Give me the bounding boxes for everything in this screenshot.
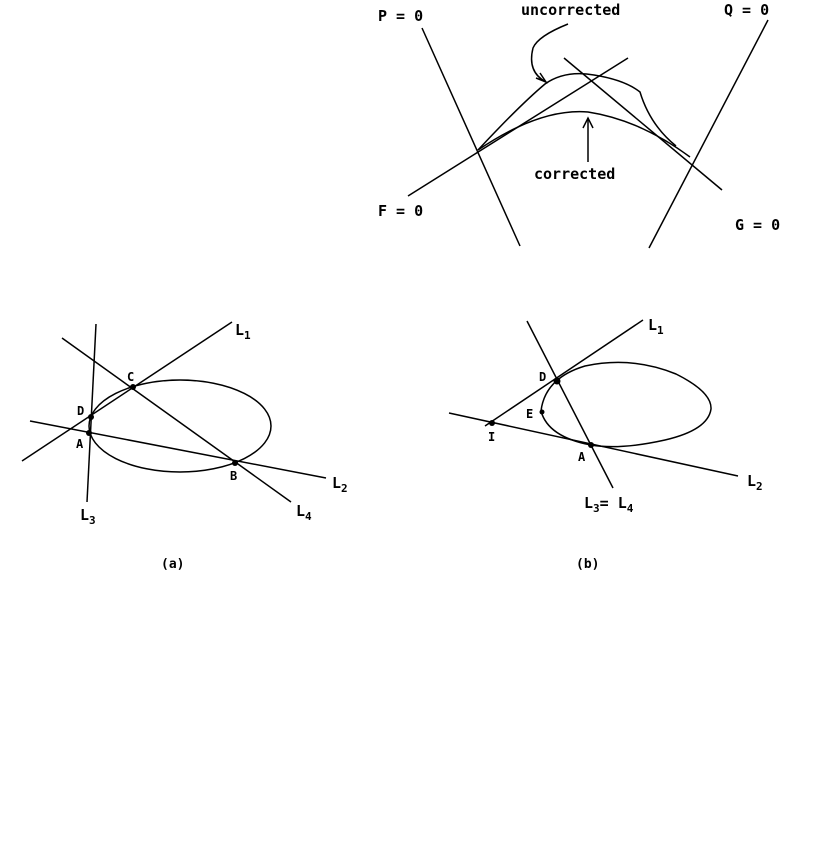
label-l1-a: L1: [235, 321, 251, 342]
label-point-a-b: A: [578, 450, 586, 464]
label-l34-b: L3= L4: [584, 494, 634, 515]
label-p: P = 0: [378, 7, 423, 25]
label-uncorrected: uncorrected: [521, 1, 620, 19]
label-l2-a: L2: [332, 474, 348, 495]
line-l4-a: [62, 338, 291, 502]
label-point-i-b: I: [488, 430, 495, 444]
figure-b: D A I E L1 L2 L3= L4 (b): [449, 316, 763, 572]
label-point-a-a: A: [76, 437, 84, 451]
conic-b: [541, 362, 711, 446]
label-l3-a: L3: [80, 506, 96, 527]
caption-b: (b): [576, 557, 599, 572]
label-l1-b: L1: [648, 316, 664, 337]
point-d-a: [88, 414, 94, 420]
line-l1-b: [485, 320, 643, 426]
uncorrected-pointer-arrow: [532, 24, 568, 82]
label-l2-b: L2: [747, 472, 763, 493]
point-i-b: [489, 420, 495, 426]
figure-a: A B C D L1 L2 L3 L4 (a): [22, 321, 348, 572]
label-point-e-b: E: [526, 407, 533, 421]
label-point-d-b: D: [539, 370, 546, 384]
point-c-a: [130, 384, 136, 390]
line-q: [649, 20, 768, 248]
point-b-a: [232, 460, 238, 466]
line-l2-a: [30, 421, 326, 478]
label-l4-a: L4: [296, 502, 312, 523]
point-e-b: [540, 410, 545, 415]
top-diagram: P = 0 Q = 0 F = 0 G = 0 uncorrected corr…: [378, 1, 780, 248]
label-point-c-a: C: [127, 370, 134, 384]
label-g: G = 0: [735, 216, 780, 234]
label-q: Q = 0: [724, 1, 769, 19]
caption-a: (a): [161, 557, 184, 572]
label-point-b-a: B: [230, 469, 237, 483]
label-point-d-a: D: [77, 404, 84, 418]
corrected-curve: [478, 112, 690, 157]
label-f: F = 0: [378, 202, 423, 220]
line-p: [422, 28, 520, 246]
label-corrected: corrected: [534, 165, 615, 183]
ellipse-a: [89, 380, 271, 472]
point-d-b: [554, 378, 561, 385]
line-l34-b: [527, 321, 613, 488]
point-a-a: [86, 430, 92, 436]
point-a-b: [588, 442, 594, 448]
